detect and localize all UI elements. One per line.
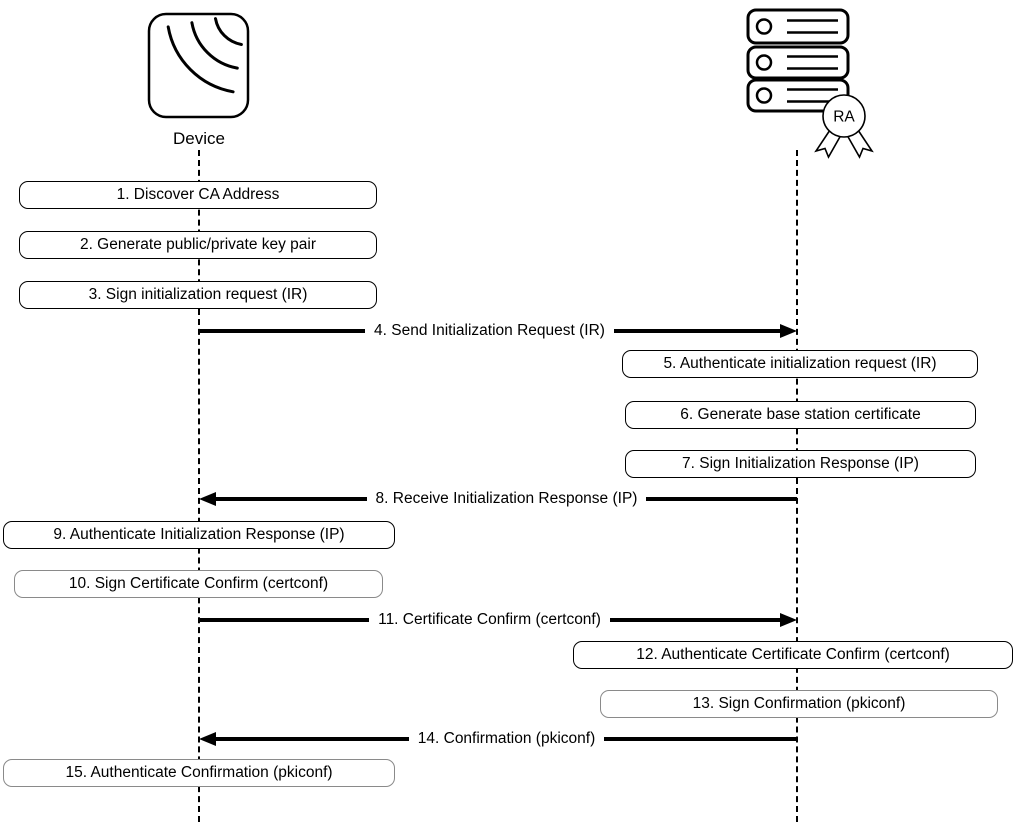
ra-lifeline bbox=[796, 150, 798, 822]
arrowhead-right-icon bbox=[780, 324, 797, 338]
step-box-6: 6. Generate base station certificate bbox=[625, 401, 976, 429]
message-arrow-8: 8. Receive Initialization Response (IP) bbox=[199, 489, 797, 509]
arrow-line bbox=[646, 497, 797, 501]
step-box-13: 13. Sign Confirmation (pkiconf) bbox=[600, 690, 998, 718]
arrow-line bbox=[609, 618, 780, 622]
arrow-line bbox=[199, 618, 370, 622]
step-box-1: 1. Discover CA Address bbox=[19, 181, 377, 209]
arrow-line bbox=[216, 497, 367, 501]
step-box-3: 3. Sign initialization request (IR) bbox=[19, 281, 377, 309]
message-arrow-4: 4. Send Initialization Request (IR) bbox=[199, 321, 797, 341]
message-arrow-14: 14. Confirmation (pkiconf) bbox=[199, 729, 797, 749]
arrow-line bbox=[199, 329, 366, 333]
message-label: 11. Certificate Confirm (certconf) bbox=[378, 611, 601, 628]
device-actor-label: Device bbox=[173, 129, 225, 148]
ra-badge-circle bbox=[822, 94, 866, 138]
arrowhead-left-icon bbox=[199, 732, 216, 746]
arrow-line bbox=[604, 737, 797, 741]
step-box-12: 12. Authenticate Certificate Confirm (ce… bbox=[573, 641, 1013, 669]
step-box-5: 5. Authenticate initialization request (… bbox=[622, 350, 978, 378]
arrow-line bbox=[216, 737, 409, 741]
wireless-device-icon bbox=[147, 12, 250, 119]
step-box-7: 7. Sign Initialization Response (IP) bbox=[625, 450, 976, 478]
arrowhead-right-icon bbox=[780, 613, 797, 627]
arrow-line bbox=[613, 329, 780, 333]
message-label: 8. Receive Initialization Response (IP) bbox=[375, 490, 638, 507]
message-label: 4. Send Initialization Request (IR) bbox=[374, 322, 605, 339]
step-box-9: 9. Authenticate Initialization Response … bbox=[3, 521, 395, 549]
step-box-2: 2. Generate public/private key pair bbox=[19, 231, 377, 259]
message-label: 14. Confirmation (pkiconf) bbox=[417, 730, 596, 747]
device-lifeline bbox=[198, 150, 200, 822]
ra-badge-label: RA bbox=[833, 109, 855, 126]
step-box-15: 15. Authenticate Confirmation (pkiconf) bbox=[3, 759, 395, 787]
arrowhead-left-icon bbox=[199, 492, 216, 506]
step-box-10: 10. Sign Certificate Confirm (certconf) bbox=[14, 570, 383, 598]
ra-server-icon: RA bbox=[746, 8, 874, 159]
message-arrow-11: 11. Certificate Confirm (certconf) bbox=[199, 610, 797, 630]
